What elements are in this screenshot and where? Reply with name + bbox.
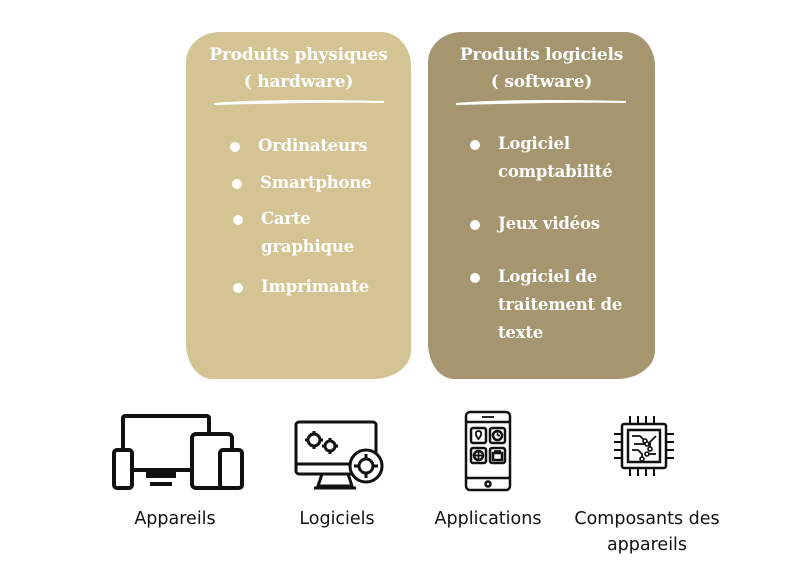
bullet-dot xyxy=(233,283,243,293)
bullet-dot xyxy=(470,140,480,150)
list-item: Smartphone xyxy=(232,169,372,197)
list-item: Logiciel de traitement de texte xyxy=(470,263,638,347)
devices-icon xyxy=(112,414,244,490)
bullet-dot xyxy=(232,179,242,189)
hardware-title-line1: Produits physiques xyxy=(209,45,388,65)
software-list: Logiciel comptabilité Jeux vidéos Logici… xyxy=(428,32,655,379)
smartphone-apps-icon xyxy=(464,410,512,492)
software-card-title: Produits logiciels ( software) xyxy=(428,42,655,96)
brush-underline xyxy=(456,99,626,105)
bullet-dot xyxy=(233,215,243,225)
applications-label: Applications xyxy=(434,509,542,529)
list-item: Logiciel comptabilité xyxy=(470,130,628,186)
hardware-list: Ordinateurs Smartphone Carte graphique I… xyxy=(186,32,411,379)
bullet-dot xyxy=(470,220,480,230)
list-item: Imprimante xyxy=(233,273,369,301)
list-item: Carte graphique xyxy=(233,205,371,261)
software-title-line2: ( software) xyxy=(490,72,593,92)
chip-icon xyxy=(614,416,674,476)
hardware-card-title: Produits physiques ( hardware) xyxy=(186,42,411,96)
list-item: Ordinateurs xyxy=(230,132,368,160)
devices-label: Appareils xyxy=(134,509,216,529)
list-item: Jeux vidéos xyxy=(470,210,600,238)
brush-underline xyxy=(214,99,384,105)
components-label-line2: appareils xyxy=(606,535,688,555)
components-label: Composants des appareils xyxy=(562,506,732,558)
software-title-line1: Produits logiciels xyxy=(459,45,624,65)
hardware-card: Produits physiques ( hardware) Ordinateu… xyxy=(186,32,411,379)
components-label-line1: Composants des xyxy=(574,509,720,529)
software-monitor-icon xyxy=(294,420,384,490)
software-label: Logiciels xyxy=(299,509,375,529)
bullet-dot xyxy=(470,273,480,283)
bullet-dot xyxy=(230,142,240,152)
software-card: Produits logiciels ( software) Logiciel … xyxy=(428,32,655,379)
hardware-title-line2: ( hardware) xyxy=(243,72,354,92)
